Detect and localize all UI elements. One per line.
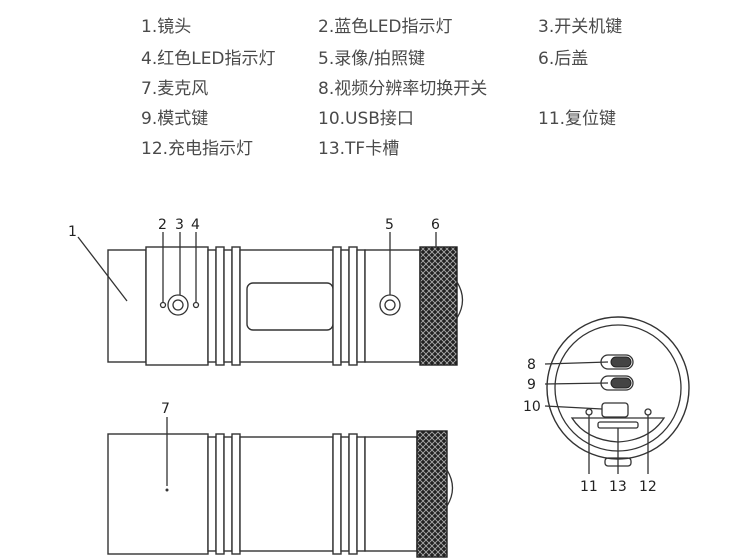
ring <box>340 249 350 363</box>
window <box>246 282 334 331</box>
ring <box>348 246 358 366</box>
callout-6: 6 <box>431 217 440 233</box>
callout-5: 5 <box>385 217 394 233</box>
camera-bottom-view <box>107 417 454 558</box>
lens-body <box>107 433 209 555</box>
callout-4: 4 <box>191 217 200 233</box>
callout-12: 12 <box>639 479 657 495</box>
camera-rear-view <box>544 316 690 474</box>
callout-1: 1 <box>68 224 77 240</box>
callout-3: 3 <box>175 217 184 233</box>
power-button <box>167 294 189 316</box>
callout-2: 2 <box>158 217 167 233</box>
legend-item-12: 12.充电指示灯 <box>141 139 254 159</box>
knurled-back-cover <box>419 246 458 366</box>
legend-item-7: 7.麦克风 <box>141 79 209 99</box>
main-body <box>239 436 334 552</box>
callout-13: 13 <box>609 479 627 495</box>
rear-body <box>364 249 421 363</box>
callout-9: 9 <box>527 377 536 393</box>
microphone-hole <box>165 488 169 492</box>
red-led <box>192 301 200 309</box>
legend-item-3: 3.开关机键 <box>538 17 623 37</box>
legend-item-1: 1.镜头 <box>141 17 192 37</box>
legend-item-5: 5.录像/拍照键 <box>318 49 425 69</box>
legend-item-2: 2.蓝色LED指示灯 <box>318 17 453 37</box>
legend-item-8: 8.视频分辨率切换开关 <box>318 79 488 99</box>
clip <box>456 281 464 319</box>
ring <box>356 249 366 363</box>
ring <box>223 249 233 363</box>
ring <box>207 249 217 363</box>
ring <box>215 246 225 366</box>
rear-body <box>364 436 418 552</box>
legend-item-6: 6.后盖 <box>538 49 589 69</box>
camera-top-view <box>77 232 464 366</box>
ring <box>231 246 241 366</box>
usb-port <box>601 402 629 418</box>
callout-7: 7 <box>161 401 170 417</box>
callout-11: 11 <box>580 479 598 495</box>
legend-item-9: 9.模式键 <box>141 109 209 129</box>
legend-item-11: 11.复位键 <box>538 109 617 129</box>
legend-item-13: 13.TF卡槽 <box>318 139 400 159</box>
blue-led <box>159 301 167 309</box>
legend-item-10: 10.USB接口 <box>318 109 414 129</box>
legend-item-4: 4.红色LED指示灯 <box>141 49 276 69</box>
callout-10: 10 <box>523 399 541 415</box>
knurled-back-cover <box>416 430 448 558</box>
lens-section <box>107 249 147 363</box>
callout-8: 8 <box>527 357 536 373</box>
ring <box>332 246 342 366</box>
